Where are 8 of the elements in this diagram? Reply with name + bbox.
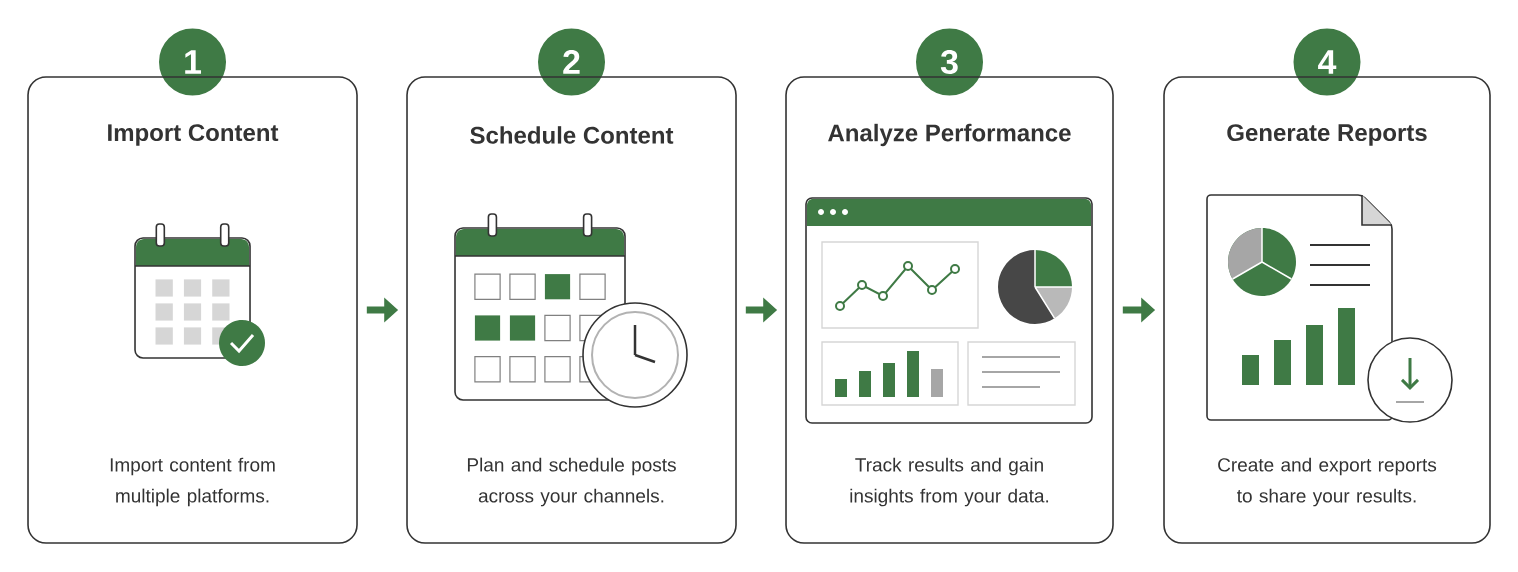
- step-title: Schedule Content: [470, 126, 674, 144]
- step-description: Plan and schedule posts across your channels.: [467, 457, 676, 507]
- step-description: Import content from multiple platforms.: [110, 457, 275, 507]
- step-title: Generate Reports: [1227, 124, 1427, 146]
- step-description: Create and export reports to share your results.: [1218, 457, 1437, 507]
- step-description: Track results and gain insights from your data.: [850, 457, 1049, 507]
- step-title: Import Content: [108, 124, 279, 146]
- step-title: Analyze Performance: [828, 123, 1071, 147]
